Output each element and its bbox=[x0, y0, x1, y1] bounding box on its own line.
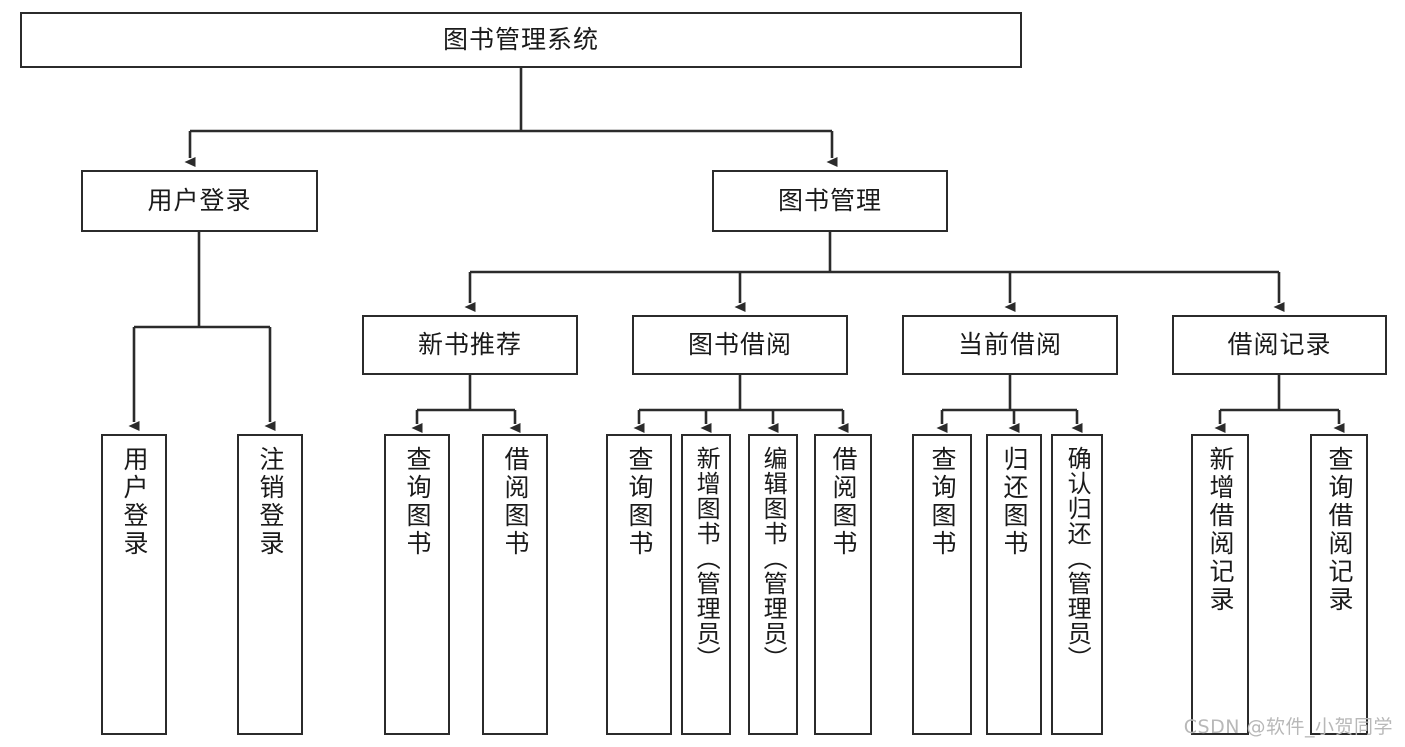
leaf-query-book-recommend-label: 查询图书 bbox=[403, 446, 432, 558]
leaf-edit-book-admin-label: 编辑图书（管理员） bbox=[759, 446, 788, 671]
leaf-query-book-recommend[interactable]: 查询图书 bbox=[384, 434, 450, 735]
node-root-label: 图书管理系统 bbox=[442, 25, 599, 55]
leaf-query-book-borrow-label: 查询图书 bbox=[625, 446, 654, 558]
node-book-borrow[interactable]: 图书借阅 bbox=[632, 315, 848, 375]
leaf-logout[interactable]: 注销登录 bbox=[237, 434, 303, 735]
leaf-return-book[interactable]: 归还图书 bbox=[986, 434, 1042, 735]
leaf-query-book-current[interactable]: 查询图书 bbox=[912, 434, 972, 735]
node-book-management[interactable]: 图书管理 bbox=[712, 170, 948, 232]
node-current-borrow[interactable]: 当前借阅 bbox=[902, 315, 1118, 375]
leaf-add-borrow-record[interactable]: 新增借阅记录 bbox=[1191, 434, 1249, 735]
node-borrow-record[interactable]: 借阅记录 bbox=[1172, 315, 1387, 375]
node-borrow-record-label: 借阅记录 bbox=[1227, 330, 1332, 360]
watermark: CSDN @软件_小贺同学 bbox=[1183, 716, 1393, 738]
leaf-add-book-admin-label: 新增图书（管理员） bbox=[692, 446, 721, 671]
leaf-user-login-label: 用户登录 bbox=[120, 446, 149, 558]
leaf-query-borrow-record[interactable]: 查询借阅记录 bbox=[1310, 434, 1368, 735]
leaf-edit-book-admin[interactable]: 编辑图书（管理员） bbox=[748, 434, 798, 735]
leaf-confirm-return-admin[interactable]: 确认归还（管理员） bbox=[1051, 434, 1103, 735]
node-user-login[interactable]: 用户登录 bbox=[81, 170, 318, 232]
leaf-query-book-borrow[interactable]: 查询图书 bbox=[606, 434, 672, 735]
leaf-add-borrow-record-label: 新增借阅记录 bbox=[1206, 446, 1235, 614]
node-book-management-label: 图书管理 bbox=[777, 186, 882, 216]
leaf-user-login[interactable]: 用户登录 bbox=[101, 434, 167, 735]
leaf-return-book-label: 归还图书 bbox=[1000, 446, 1029, 558]
leaf-confirm-return-admin-label: 确认归还（管理员） bbox=[1063, 446, 1092, 671]
node-current-borrow-label: 当前借阅 bbox=[957, 330, 1062, 360]
leaf-query-borrow-record-label: 查询借阅记录 bbox=[1325, 446, 1354, 614]
leaf-logout-label: 注销登录 bbox=[256, 446, 285, 558]
leaf-add-book-admin[interactable]: 新增图书（管理员） bbox=[681, 434, 731, 735]
leaf-borrow-book[interactable]: 借阅图书 bbox=[814, 434, 872, 735]
leaf-query-book-current-label: 查询图书 bbox=[928, 446, 957, 558]
node-root[interactable]: 图书管理系统 bbox=[20, 12, 1022, 68]
node-new-book-recommend-label: 新书推荐 bbox=[417, 330, 522, 360]
node-new-book-recommend[interactable]: 新书推荐 bbox=[362, 315, 578, 375]
node-user-login-label: 用户登录 bbox=[147, 186, 252, 216]
leaf-borrow-book-recommend[interactable]: 借阅图书 bbox=[482, 434, 548, 735]
leaf-borrow-book-recommend-label: 借阅图书 bbox=[501, 446, 530, 558]
node-book-borrow-label: 图书借阅 bbox=[687, 330, 792, 360]
leaf-borrow-book-label: 借阅图书 bbox=[829, 446, 858, 558]
